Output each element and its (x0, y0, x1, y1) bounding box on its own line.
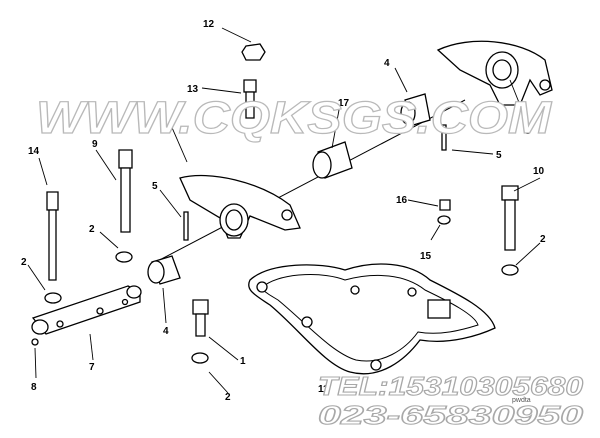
plug (31, 338, 39, 346)
callout-7: 7 (89, 362, 95, 373)
callout-10: 10 (533, 166, 545, 177)
callout-3: 3 (525, 126, 531, 137)
rocker-shaft (31, 285, 142, 335)
bushing-upper (312, 141, 353, 179)
callout-15: 15 (420, 251, 432, 262)
callout-1: 1 (240, 356, 246, 367)
callout-11: 11 (318, 384, 329, 395)
callout-8: 8 (31, 382, 37, 393)
callout-2-mid: 2 (89, 224, 95, 235)
small-washer (437, 215, 451, 225)
contact-phone: 023-65830950 (318, 400, 584, 430)
bolt-right (501, 185, 519, 251)
callout-16: 16 (396, 195, 408, 206)
leader-lines (27, 27, 541, 394)
shaft-bolt-left (46, 191, 59, 281)
washer-bottom (191, 352, 209, 364)
rocker-lever-upper (436, 40, 553, 106)
rocker-lever-lower (179, 174, 301, 239)
callout-2-bottom: 2 (225, 392, 231, 403)
corner-note: pwdta (512, 397, 531, 404)
nut-top (241, 43, 266, 61)
callout-17: 17 (338, 98, 350, 109)
callout-2-right: 2 (540, 234, 546, 245)
callout-2-left: 2 (21, 257, 27, 268)
bushing-lower (147, 255, 181, 285)
gasket (248, 263, 496, 375)
callout-9: 9 (92, 139, 98, 150)
callout-4-top: 4 (384, 58, 390, 69)
shaft-bolt-mid (118, 149, 133, 233)
watermark: WWW.CQKSGS.COM (36, 92, 553, 143)
washer-mid (115, 251, 133, 263)
callout-5-right: 5 (496, 150, 502, 161)
bushing-upper-small (400, 93, 431, 127)
callout-14: 14 (28, 146, 40, 157)
callout-4-bottom: 4 (163, 326, 169, 337)
adjusting-screw-lower (183, 211, 189, 241)
contact-tel: TEL:15310305680 (318, 371, 584, 401)
callout-5-left: 5 (152, 181, 158, 192)
bolt-bottom (192, 299, 209, 337)
shaft-axis-line (149, 99, 466, 266)
callout-13: 13 (187, 84, 199, 95)
small-bolt (439, 199, 451, 211)
adjusting-screw-upper (441, 124, 447, 151)
washer-right (501, 264, 519, 276)
callout-12: 12 (203, 19, 215, 30)
washer-left (44, 292, 62, 304)
screw-stack (243, 79, 257, 119)
